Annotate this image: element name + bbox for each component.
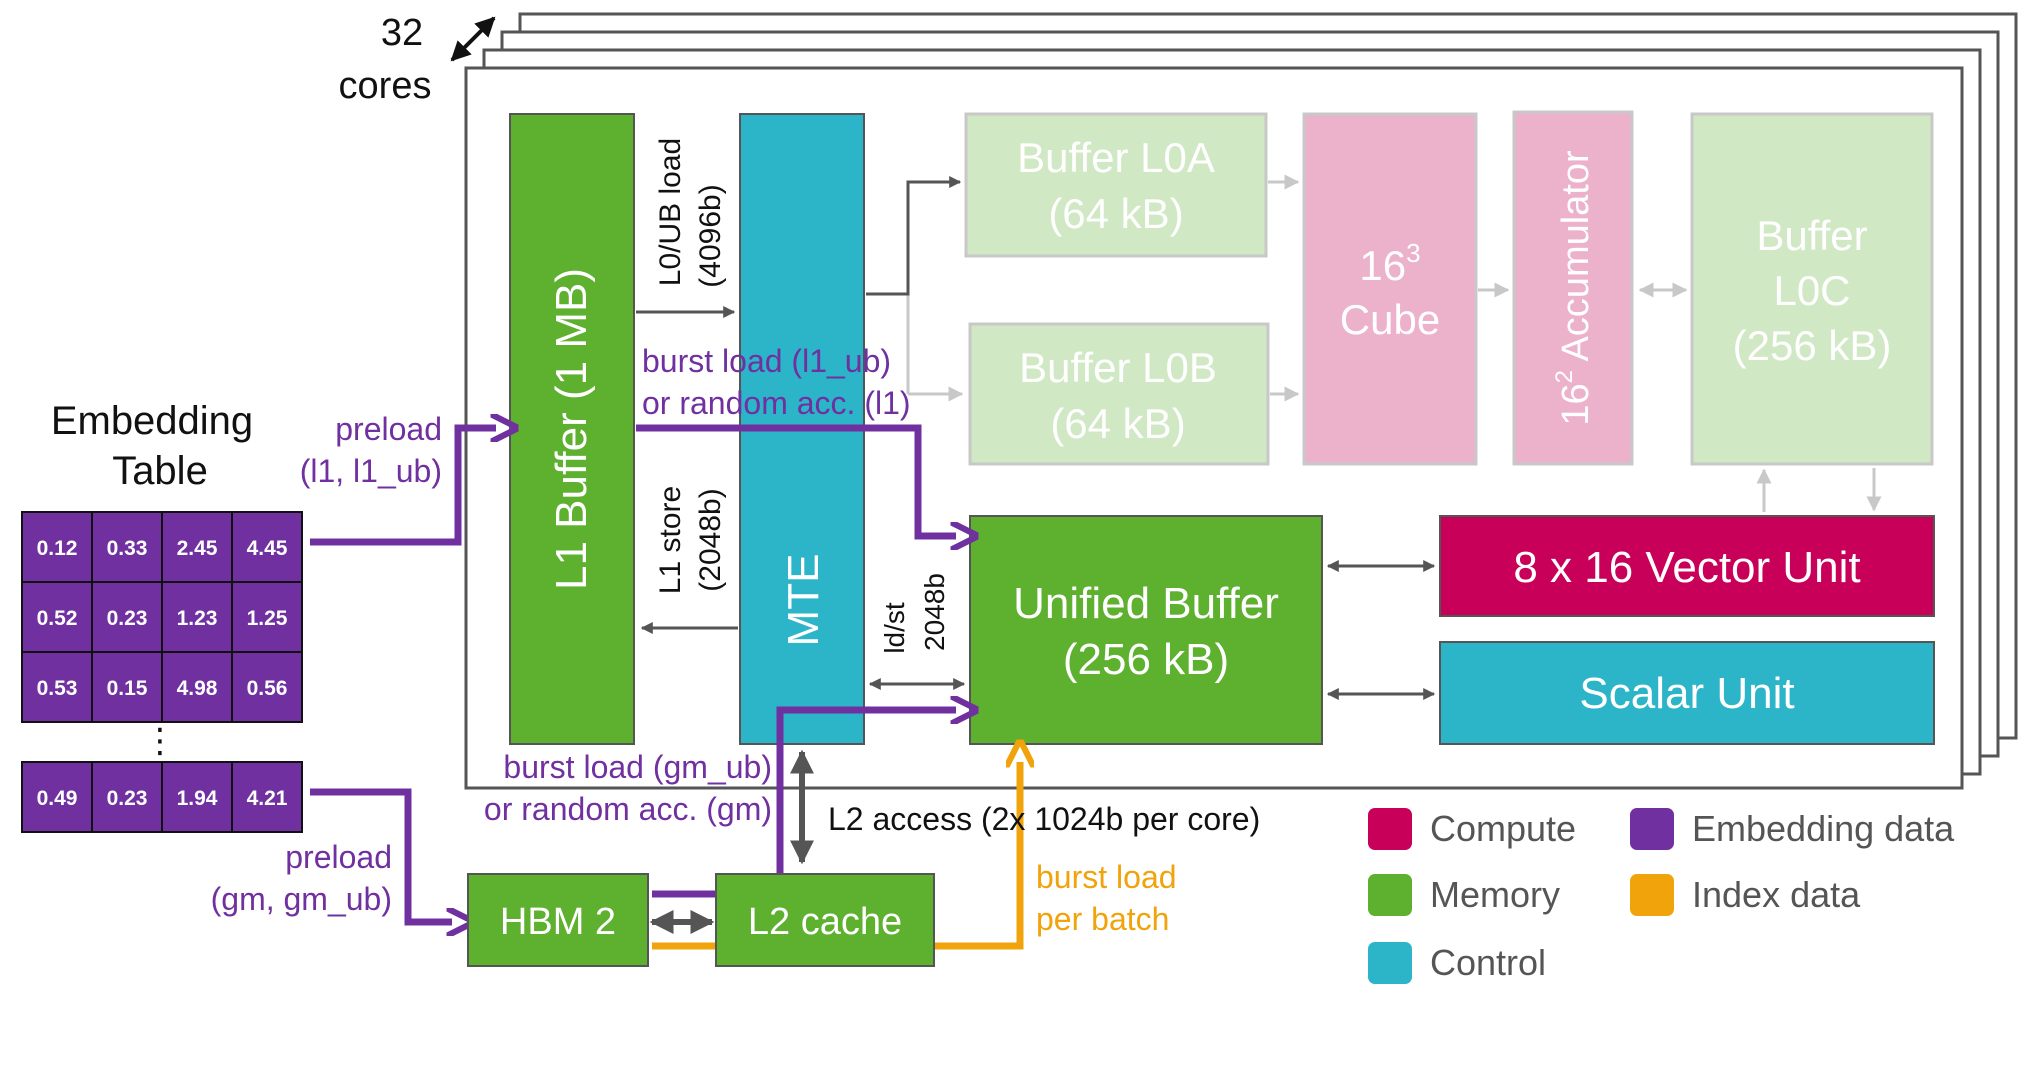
embedding-cell-value: 0.49 — [37, 787, 78, 810]
scalar-unit: Scalar Unit — [1439, 641, 1935, 745]
l1-buffer-label: L1 Buffer (1 MB) — [547, 268, 596, 590]
legend-swatch — [1368, 808, 1412, 850]
l1-store-label-2: (2048b) — [694, 488, 727, 591]
cube-unit: 163 Cube — [1302, 112, 1478, 466]
unified-buffer-line1: Unified Buffer — [1013, 579, 1279, 628]
embedding-cell-value: 1.25 — [247, 607, 288, 630]
l1-store-label-1: L1 store — [654, 486, 687, 594]
preload-l1-path — [310, 428, 496, 546]
cores-label: cores — [339, 65, 432, 107]
embedding-cell — [231, 511, 303, 583]
buffer-l0a: Buffer L0A (64 kB) — [964, 112, 1268, 258]
embedding-cell — [21, 761, 93, 833]
legend-swatch — [1630, 808, 1674, 850]
l1-buffer: L1 Buffer (1 MB) — [509, 113, 635, 745]
hbm2-block: HBM 2 — [467, 873, 649, 967]
burst-l1-label-1: burst load (l1_ub) — [642, 343, 891, 379]
embedding-cell — [21, 511, 93, 583]
buffer-l0a-line2: (64 kB) — [1048, 190, 1183, 237]
ldst-label-2: 2048b — [919, 573, 950, 651]
embedding-cell-value: 1.23 — [177, 607, 218, 630]
preload-hbm-path — [310, 788, 452, 922]
unified-buffer-line2: (256 kB) — [1063, 635, 1229, 684]
burst-batch-label-1: burst load — [1036, 859, 1177, 895]
burst-l1-label-2: or random acc. (l1) — [642, 385, 911, 421]
cores-count: 32 — [381, 12, 423, 54]
scalar-unit-label: Scalar Unit — [1579, 669, 1794, 718]
cube-label: Cube — [1340, 296, 1440, 343]
buffer-l0b-line2: (64 kB) — [1050, 400, 1185, 447]
embedding-ellipsis: ⋮ — [143, 722, 177, 760]
embedding-cell-value: 4.45 — [247, 537, 288, 560]
hbm2-label: HBM 2 — [500, 901, 616, 943]
embedding-cells: 0.12 0.33 2.45 4.45 0.52 0.23 1.23 1.25 0.53 0.15… — [21, 511, 303, 833]
preload-top-label-1: preload — [335, 411, 442, 447]
embedding-cell-value: 4.98 — [177, 677, 218, 700]
embedding-title-1: Embedding — [51, 399, 253, 443]
embedding-cell — [231, 581, 303, 653]
embedding-cell-value: 0.53 — [37, 677, 78, 700]
legend-label: Compute — [1430, 808, 1576, 849]
embedding-cell-value: 0.12 — [37, 537, 78, 560]
embedding-cell — [21, 651, 93, 723]
legend-label: Control — [1430, 942, 1546, 983]
preload-bot-label-2: (gm, gm_ub) — [211, 881, 392, 917]
l2-access-label: L2 access (2x 1024b per core) — [828, 801, 1260, 837]
buffer-l0a-line1: Buffer L0A — [1017, 134, 1215, 181]
accumulator-label: 162 Accumulator — [1551, 150, 1597, 426]
buffer-l0c-line1: Buffer — [1756, 212, 1867, 259]
l0ub-load-label-2: (4096b) — [694, 184, 727, 287]
legend-swatch — [1368, 942, 1412, 984]
legend-swatch — [1368, 874, 1412, 916]
buffer-l0c-line2: L0C — [1773, 267, 1850, 314]
mte-label: MTE — [779, 554, 828, 647]
vector-unit: 8 x 16 Vector Unit — [1439, 515, 1935, 617]
embedding-cell — [91, 651, 163, 723]
burst-batch-label-2: per batch — [1036, 901, 1169, 937]
legend-label: Memory — [1430, 874, 1560, 915]
embedding-cell-value: 0.23 — [107, 607, 148, 630]
embedding-cell-value: 0.15 — [107, 677, 148, 700]
embedding-cell-value: 0.23 — [107, 787, 148, 810]
legend-label: Index data — [1692, 874, 1861, 915]
embedding-cell — [231, 761, 303, 833]
embedding-cell-value: 1.94 — [177, 787, 218, 810]
burst-gm-label-2: or random acc. (gm) — [484, 791, 772, 827]
embedding-cell-value: 0.33 — [107, 537, 148, 560]
cores-depth-arrow — [450, 16, 496, 62]
mte-to-l0a-arrow — [866, 176, 962, 296]
embedding-cell-value: 0.56 — [247, 677, 288, 700]
l2-cache-block: L2 cache — [715, 873, 935, 967]
l2-cache-label: L2 cache — [748, 901, 902, 943]
embedding-cell-value: 4.21 — [247, 787, 288, 810]
vector-unit-label: 8 x 16 Vector Unit — [1513, 543, 1860, 592]
preload-top-label-2: (l1, l1_ub) — [300, 453, 442, 489]
burst-load-l1-path — [636, 424, 956, 536]
embedding-cell — [231, 651, 303, 723]
buffer-l0c-line3: (256 kB) — [1733, 322, 1892, 369]
embedding-cell — [91, 761, 163, 833]
legend-label: Embedding data — [1692, 808, 1955, 849]
preload-bot-label-1: preload — [285, 839, 392, 875]
embedding-table: Embedding Table 0.12 0.33 2.45 4.45 0.52 0.23… — [21, 399, 303, 833]
embedding-cell-value: 0.52 — [37, 607, 78, 630]
legend-swatch — [1630, 874, 1674, 916]
embedding-title-2: Table — [112, 449, 208, 493]
embedding-cell-value: 2.45 — [177, 537, 218, 560]
core-dataflow-arrows — [636, 306, 1436, 700]
ldst-label-1: ld/st — [879, 602, 910, 654]
cube-size: 163 — [1359, 238, 1420, 289]
unified-buffer: Unified Buffer (256 kB) — [969, 515, 1323, 745]
embedding-cell — [91, 581, 163, 653]
embedding-cell — [161, 581, 233, 653]
buffer-l0b: Buffer L0B (64 kB) — [968, 322, 1270, 466]
l0ub-load-label-1: L0/UB load — [654, 138, 687, 286]
accumulator-unit: 162 Accumulator — [1512, 110, 1634, 466]
buffer-l0b-line1: Buffer L0B — [1019, 344, 1217, 391]
embedding-cell — [161, 651, 233, 723]
burst-gm-label-1: burst load (gm_ub) — [503, 749, 772, 785]
buffer-l0c: Buffer L0C (256 kB) — [1690, 112, 1934, 466]
